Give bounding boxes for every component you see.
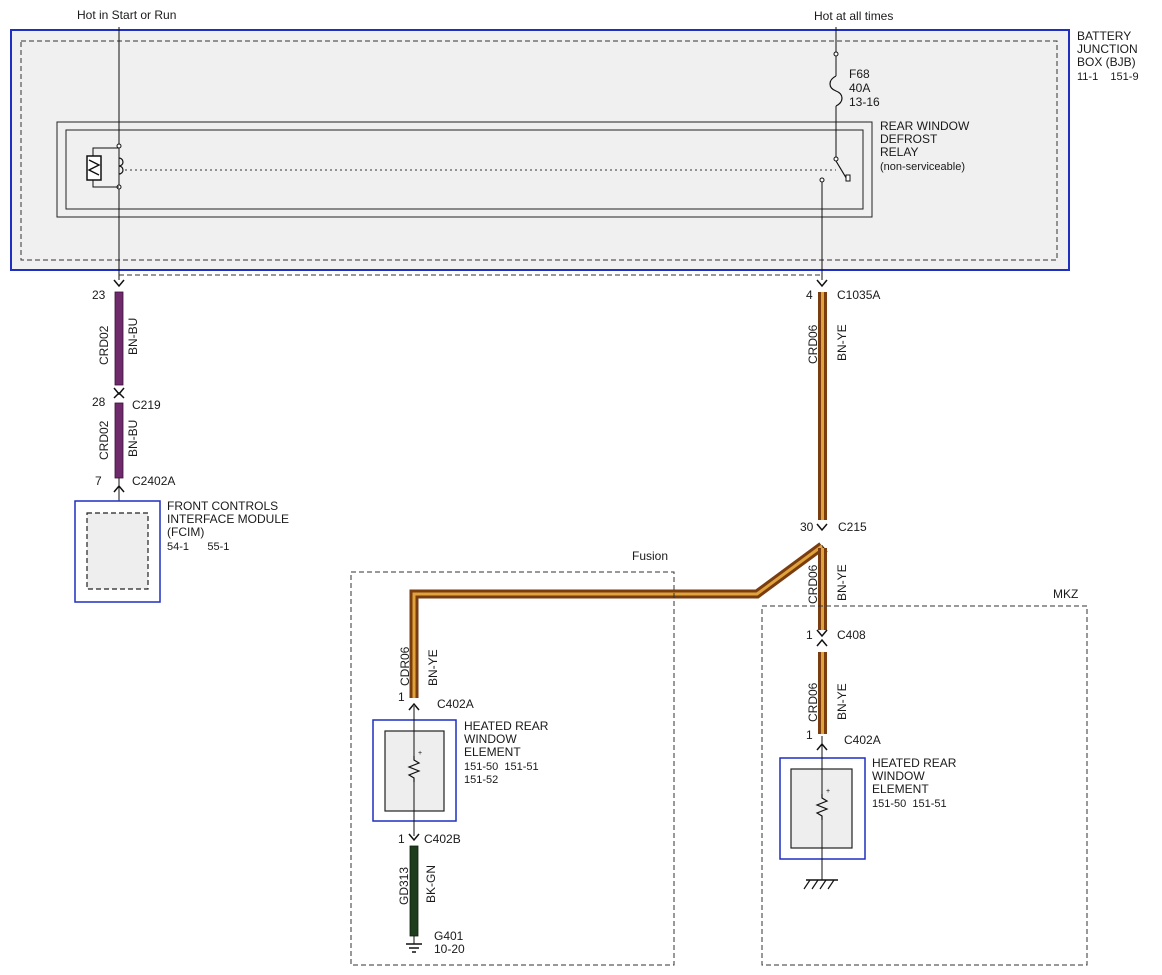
c2402a-name: C2402A <box>132 474 175 488</box>
bjb-box <box>10 29 1070 271</box>
left-supply-label: Hot in Start or Run <box>77 8 176 22</box>
wire-1-color: BN-BU <box>126 318 140 355</box>
wire-6-color: BN-YE <box>835 683 849 720</box>
mkz-variant-boundary <box>761 605 1088 966</box>
c408-pin: 1 <box>806 628 813 642</box>
wire-crd06-mkz-lower <box>818 652 827 734</box>
svg-text:+: + <box>826 788 830 795</box>
relay-inner-box <box>65 129 864 210</box>
relay-label-line-1: REAR WINDOW <box>880 119 970 133</box>
connector-c408-symbol <box>816 629 828 647</box>
fusion-variant-boundary <box>350 571 675 966</box>
fusion-variant-label: Fusion <box>632 549 668 563</box>
svg-text:+: + <box>418 750 422 757</box>
heater-mkz-resistor-icon: + <box>815 788 830 820</box>
c402a-fusion-pin: 1 <box>398 690 405 704</box>
connector-c1035a-right-symbol <box>816 279 828 288</box>
right-supply-label: Hot at all times <box>814 9 893 23</box>
c215-pin: 30 <box>800 520 814 534</box>
c402b-name: C402B <box>424 832 461 846</box>
wire-3-circuit: CRD06 <box>806 324 820 364</box>
connector-c219-symbol <box>113 387 125 399</box>
heater-mkz-refs-1: 151-50 151-51 <box>872 798 947 810</box>
heater-fusion-label-3: ELEMENT <box>464 745 521 759</box>
c2402a-pin: 7 <box>95 474 102 488</box>
ground-ref: 10-20 <box>434 942 465 956</box>
fuse-icon <box>829 27 843 157</box>
wire-4-circuit: CRD06 <box>806 564 820 604</box>
wire-5-color: BN-YE <box>426 649 440 686</box>
fcim-label-line-1: FRONT CONTROLS <box>167 499 278 513</box>
heater-fusion-label-1: HEATED REAR <box>464 719 549 733</box>
chassis-ground-icon <box>803 879 838 890</box>
wire-crd06-trunk <box>818 292 827 520</box>
wire-5-circuit: CDR06 <box>398 646 412 686</box>
c1035a-name: C1035A <box>837 288 880 302</box>
c219-name: C219 <box>132 398 161 412</box>
connector-c402b-symbol <box>408 833 420 842</box>
bjb-inner-boundary <box>20 40 1058 261</box>
c402a-fusion-name: C402A <box>437 697 474 711</box>
fuse-rating: 40A <box>849 81 870 95</box>
ground-id: G401 <box>434 929 464 943</box>
c215-name: C215 <box>838 520 867 534</box>
wire-crd02-2 <box>114 402 124 479</box>
heater-fusion-refs-1: 151-50 151-51 <box>464 761 539 773</box>
wire-7-color: BK-GN <box>424 865 438 903</box>
c219-pin: 28 <box>92 395 106 409</box>
heater-mkz-label-2: WINDOW <box>872 769 925 783</box>
bjb-name-line-3: BOX (BJB) <box>1077 55 1136 69</box>
relay-label-line-2: DEFROST <box>880 132 938 146</box>
wire-crd02-1 <box>114 291 124 386</box>
heater-fusion-resistor-icon: + <box>407 750 422 782</box>
c1035a-right-pin: 4 <box>806 288 813 302</box>
bjb-name-line-1: BATTERY <box>1077 29 1131 43</box>
fuse-id: F68 <box>849 67 870 81</box>
c402a-mkz-name: C402A <box>844 733 881 747</box>
wire-crd06-fusion-branch <box>409 542 825 698</box>
wire-2-circuit: CRD02 <box>97 420 111 460</box>
relay-label-line-4: (non-serviceable) <box>880 161 965 173</box>
wire-crd06-mkz-segment <box>818 548 827 630</box>
mkz-variant-label: MKZ <box>1053 587 1078 601</box>
fuse-ref: 13-16 <box>849 95 880 109</box>
wire-6-circuit: CRD06 <box>806 682 820 722</box>
wire-4-color: BN-YE <box>835 564 849 601</box>
fcim-inner <box>86 512 149 590</box>
c402b-pin: 1 <box>398 832 405 846</box>
wire-2-color: BN-BU <box>126 420 140 457</box>
c408-name: C408 <box>837 628 866 642</box>
connector-c402a-fusion-symbol <box>408 702 420 711</box>
ground-g401-icon <box>406 936 422 953</box>
wire-3-color: BN-YE <box>835 324 849 361</box>
fcim-refs: 54-1 55-1 <box>167 541 229 553</box>
wire-gd313 <box>409 845 419 937</box>
bjb-name-line-2: JUNCTION <box>1077 42 1138 56</box>
relay-outer-box <box>56 121 873 218</box>
wire-7-circuit: GD313 <box>397 867 411 905</box>
heater-fusion-label-2: WINDOW <box>464 732 517 746</box>
wire-1-circuit: CRD02 <box>97 325 111 365</box>
c402a-mkz-pin: 1 <box>806 728 813 742</box>
fcim-label-line-2: INTERFACE MODULE <box>167 512 289 526</box>
heater-mkz-label-1: HEATED REAR <box>872 756 957 770</box>
connector-c1035a-left-symbol <box>113 279 125 288</box>
relay-coil-icon <box>86 143 124 190</box>
fcim-label-line-3: (FCIM) <box>167 525 204 539</box>
c1035a-left-pin: 23 <box>92 288 106 302</box>
heater-mkz-label-3: ELEMENT <box>872 782 929 796</box>
heater-fusion-refs-2: 151-52 <box>464 774 498 786</box>
relay-label-line-3: RELAY <box>880 145 918 159</box>
bjb-refs: 11-1 151-9 <box>1077 71 1139 83</box>
